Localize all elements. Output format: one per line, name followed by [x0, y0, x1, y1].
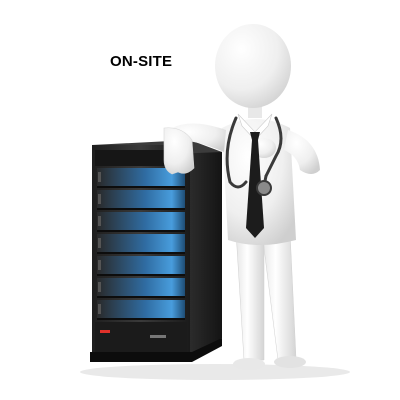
floor-shadow	[80, 364, 350, 380]
stethoscope-chestpiece-icon	[256, 180, 272, 196]
server-bays	[97, 168, 185, 320]
doctor-figure	[163, 24, 320, 370]
on-site-title: ON-SITE	[110, 53, 173, 70]
head	[215, 24, 291, 108]
server-tower-icon	[90, 140, 222, 362]
tie-icon	[246, 132, 264, 238]
power-led-icon	[100, 330, 110, 333]
